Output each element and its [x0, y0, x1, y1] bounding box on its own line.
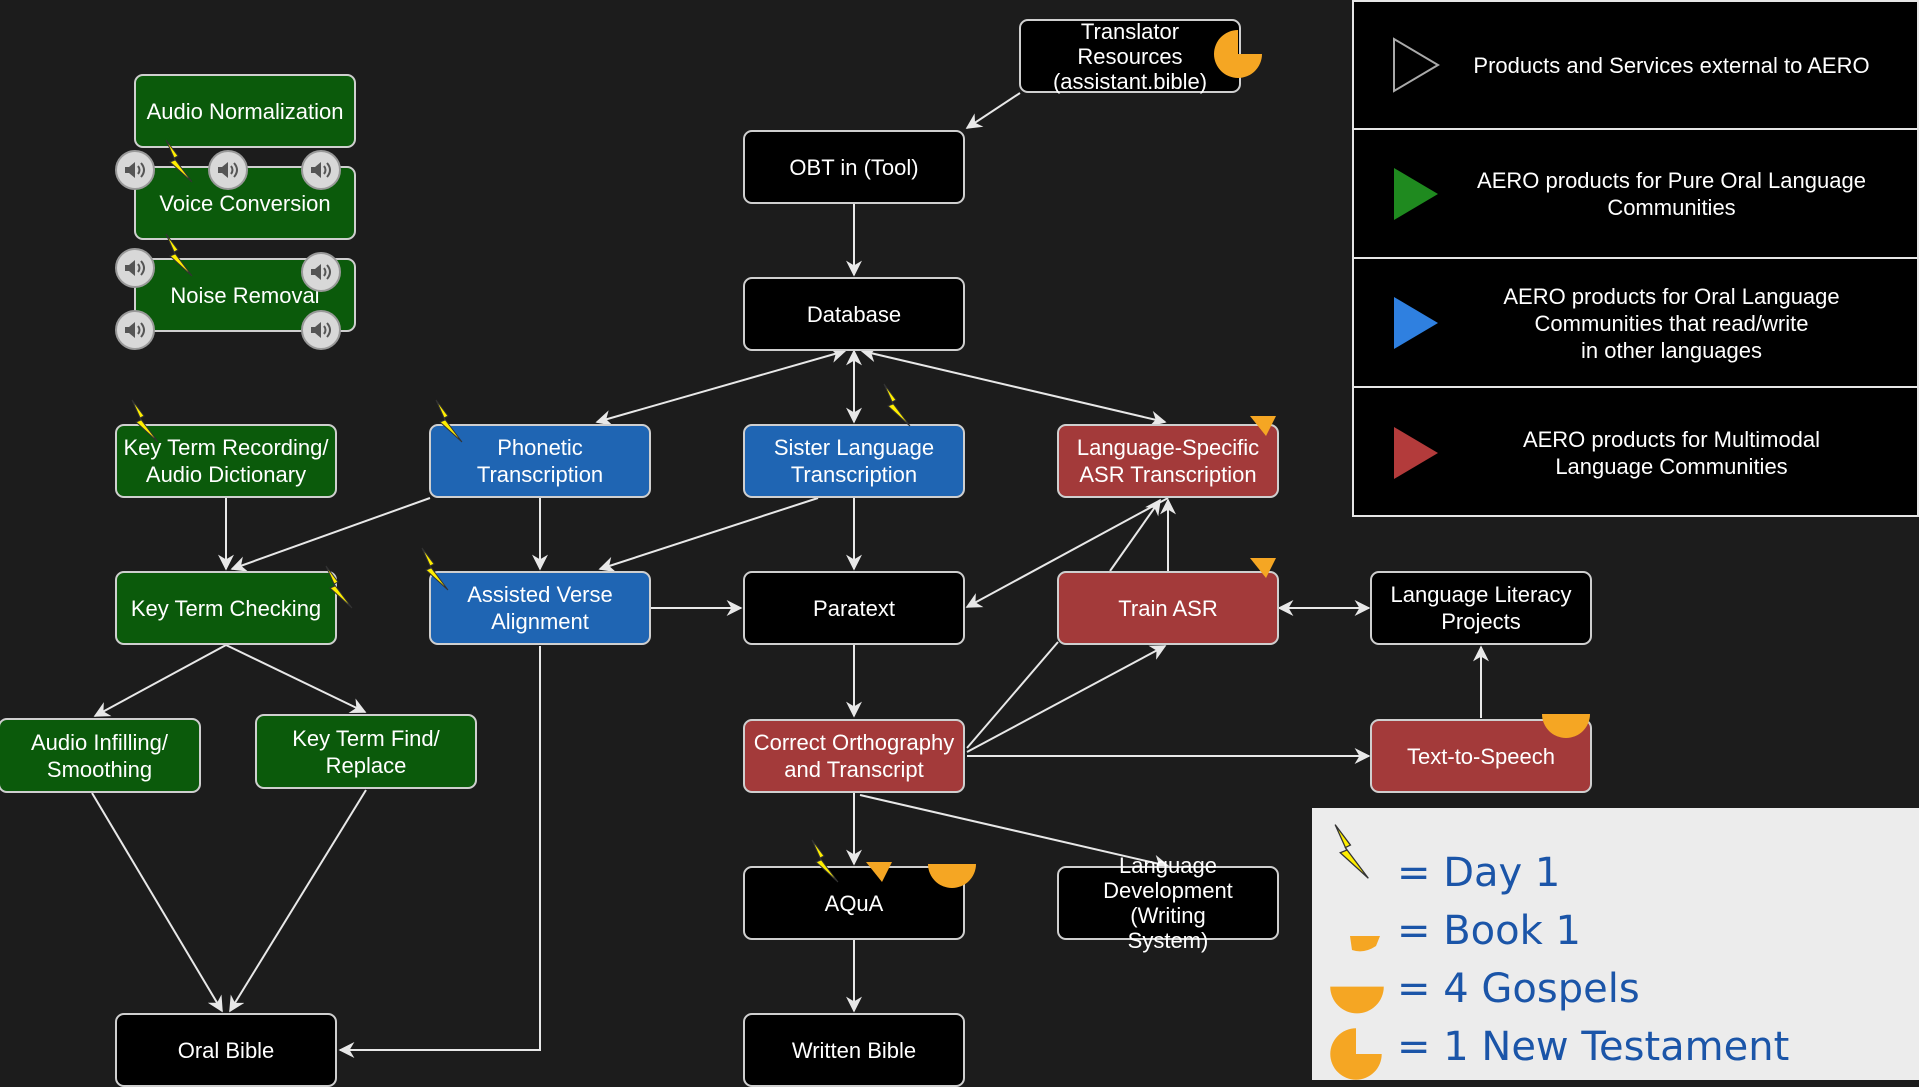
legend-row-external: Products and Services external to AERO: [1354, 2, 1917, 130]
lightning-icon: [1334, 824, 1369, 879]
half-circle-icon: [928, 864, 976, 888]
obt-tool-node[interactable]: OBT in (Tool): [743, 130, 965, 204]
lightning-icon: [421, 547, 449, 591]
key-new-testament: = 1 New Testament: [1397, 1024, 1790, 1070]
paratext-node[interactable]: Paratext: [743, 571, 965, 645]
small-wedge-icon: [1250, 558, 1276, 578]
half-circle-icon: [1542, 714, 1590, 738]
node-label: Train ASR: [1118, 595, 1218, 621]
pacman-circle-icon: [1214, 30, 1262, 78]
key-term-checking-node[interactable]: Key Term Checking: [115, 571, 337, 645]
node-label: Sister Language Transcription: [773, 435, 935, 487]
language-literacy-node[interactable]: Language Literacy Projects: [1370, 571, 1592, 645]
node-label: Key Term Find/ Replace: [292, 725, 440, 778]
node-label: Language Development (Writing System): [1103, 853, 1233, 953]
node-label: Noise Removal: [170, 282, 320, 308]
phonetic-transcription-node[interactable]: Phonetic Transcription: [429, 424, 651, 498]
half-circle-icon: [1330, 986, 1384, 1014]
node-label: Written Bible: [791, 1037, 917, 1063]
blue-triangle-icon: [1394, 297, 1438, 349]
node-label: Voice Conversion: [159, 190, 331, 216]
legend-row-multimodal: AERO products for Multimodal Language Co…: [1354, 389, 1917, 517]
node-label: Language Literacy Projects: [1390, 582, 1572, 634]
node-label: Language-Specific ASR Transcription: [1076, 435, 1260, 487]
assisted-verse-alignment-node[interactable]: Assisted Verse Alignment: [429, 571, 651, 645]
audio-normalization-node[interactable]: Audio Normalization: [134, 74, 356, 148]
red-triangle-icon: [1394, 427, 1438, 479]
node-label: Audio Normalization: [146, 98, 344, 124]
speaker-icon[interactable]: [301, 252, 341, 292]
speaker-icon[interactable]: [208, 150, 248, 190]
node-label: Assisted Verse Alignment: [467, 582, 613, 634]
train-asr-node[interactable]: Train ASR: [1057, 571, 1279, 645]
lightning-icon: [883, 383, 911, 427]
node-label: Key Term Recording/ Audio Dictionary: [123, 435, 329, 487]
node-label: Audio Infilling/ Smoothing: [31, 729, 168, 782]
written-bible-node[interactable]: Written Bible: [743, 1013, 965, 1087]
lightning-icon: [165, 233, 193, 277]
correct-orthography-node[interactable]: Correct Orthography and Transcript: [743, 719, 965, 793]
speaker-icon[interactable]: [115, 310, 155, 350]
pacman-circle-icon: [1330, 1028, 1382, 1080]
oral-bible-node[interactable]: Oral Bible: [115, 1013, 337, 1087]
key-term-find-node[interactable]: Key Term Find/ Replace: [255, 714, 477, 789]
node-label: Correct Orthography and Transcript: [753, 730, 955, 782]
legend-label: AERO products for Oral Language Communit…: [1503, 283, 1840, 363]
key-book1: = Book 1: [1397, 908, 1581, 954]
sister-language-node[interactable]: Sister Language Transcription: [743, 424, 965, 498]
small-wedge-icon: [1250, 416, 1276, 436]
speaker-icon[interactable]: [301, 150, 341, 190]
node-label: Database: [806, 301, 902, 327]
key-term-recording-node[interactable]: Key Term Recording/ Audio Dictionary: [115, 424, 337, 498]
green-triangle-icon: [1394, 168, 1438, 220]
node-label: Paratext: [813, 595, 895, 621]
legend-label: Products and Services external to AERO: [1473, 52, 1870, 78]
node-label: Oral Bible: [177, 1037, 275, 1063]
milestone-key: = Day 1 = Book 1 = 4 Gospels = 1 New Tes…: [1312, 808, 1919, 1080]
node-label: Phonetic Transcription: [476, 435, 604, 487]
lightning-icon: [165, 139, 193, 183]
language-specific-asr-node[interactable]: Language-Specific ASR Transcription: [1057, 424, 1279, 498]
speaker-icon[interactable]: [115, 248, 155, 288]
text-to-speech-node[interactable]: Text-to-Speech: [1370, 719, 1592, 793]
legend-label: AERO products for Multimodal Language Co…: [1522, 427, 1821, 479]
language-development-node[interactable]: Language Development (Writing System): [1057, 853, 1279, 953]
speaker-icon[interactable]: [115, 150, 155, 190]
lightning-icon: [131, 399, 159, 443]
lightning-icon: [435, 399, 463, 443]
category-legend: Products and Services external to AERO A…: [1352, 0, 1919, 517]
lightning-icon: [811, 839, 839, 883]
legend-row-pure-oral: AERO products for Pure Oral Language Com…: [1354, 131, 1917, 259]
lightning-icon: [325, 565, 353, 609]
legend-label: AERO products for Pure Oral Language Com…: [1477, 168, 1866, 220]
small-wedge-icon: [1350, 936, 1380, 952]
key-gospels: = 4 Gospels: [1397, 966, 1640, 1012]
small-wedge-icon: [866, 862, 892, 882]
node-label: AQuA: [824, 890, 884, 916]
speaker-icon[interactable]: [301, 310, 341, 350]
audio-infilling-node[interactable]: Audio Infilling/ Smoothing: [0, 718, 201, 793]
legend-row-oral-readwrite: AERO products for Oral Language Communit…: [1354, 260, 1917, 388]
node-label: OBT in (Tool): [789, 154, 919, 180]
node-label: Text-to-Speech: [1407, 743, 1555, 769]
node-label: Key Term Checking: [130, 595, 322, 621]
translator-resources-node[interactable]: Translator Resources (assistant.bible): [1019, 18, 1241, 94]
database-node[interactable]: Database: [743, 277, 965, 351]
aqua-node[interactable]: AQuA: [743, 866, 965, 940]
outline-triangle-icon: [1393, 37, 1440, 93]
node-label: Translator Resources (assistant.bible): [1052, 18, 1208, 94]
key-day1: = Day 1: [1397, 850, 1561, 896]
